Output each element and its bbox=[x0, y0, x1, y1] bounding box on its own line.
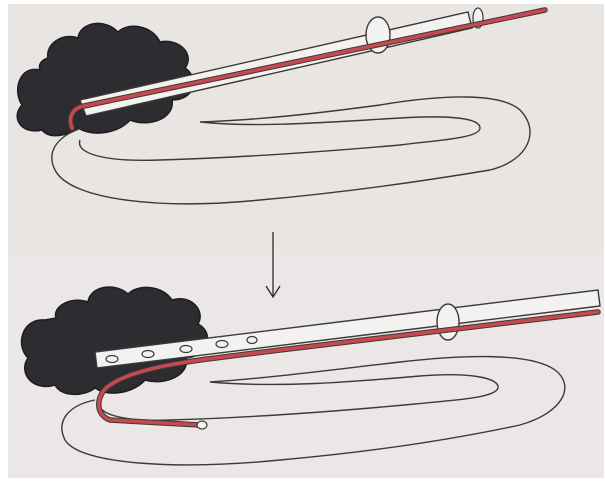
side-hole bbox=[216, 341, 228, 348]
down-arrow bbox=[266, 232, 280, 297]
side-hole bbox=[180, 346, 192, 353]
side-hole bbox=[247, 337, 257, 344]
side-hole bbox=[106, 356, 118, 363]
step-2-drawing bbox=[22, 287, 600, 465]
side-hole bbox=[142, 351, 154, 358]
step-1-drawing bbox=[17, 8, 545, 204]
dark-mass-2 bbox=[22, 287, 208, 394]
tube-collar-ring-2 bbox=[437, 304, 459, 340]
catheter-tip bbox=[197, 421, 207, 429]
